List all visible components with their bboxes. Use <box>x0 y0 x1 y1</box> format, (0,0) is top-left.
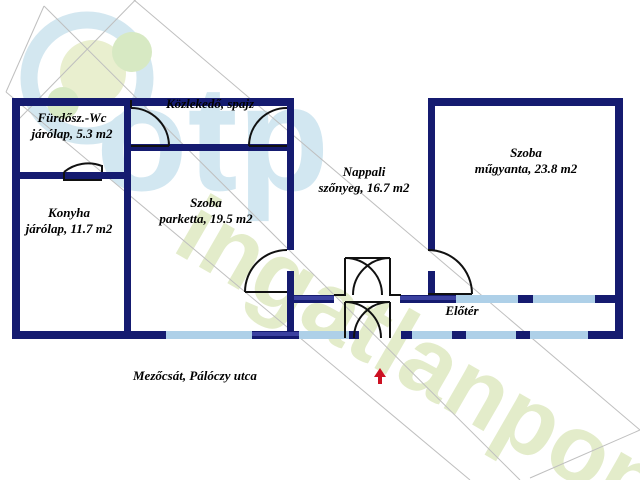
wall-szoba-nappali-upper <box>287 98 294 250</box>
watermark-banner-outline <box>5 0 640 480</box>
watermark-text: ingatlanpont <box>160 176 640 480</box>
wall-top-right <box>428 98 623 106</box>
wall-highlight <box>252 296 456 336</box>
wall-corridor-base <box>124 144 294 151</box>
door-symbols <box>63 100 473 339</box>
wall-konyha-right <box>124 106 131 339</box>
wall-top-left <box>12 98 294 106</box>
wall-eloter-north-d <box>595 295 623 303</box>
wall-eloter-north-c <box>518 295 533 303</box>
watermark-layer: otp ingatlanpont <box>20 11 640 480</box>
wall-wc-konyha <box>12 172 130 179</box>
wall-structure <box>12 98 623 339</box>
wall-left-outer <box>12 98 20 339</box>
address-label: Mezőcsát, Pálóczy utca <box>133 368 257 383</box>
wall-right-outer <box>615 98 623 339</box>
wall-nappali-szoba-upper <box>428 98 435 250</box>
wall-nappali-szoba-lower <box>428 271 435 303</box>
north-arrow-icon <box>374 368 386 384</box>
otp-circle-logo-icon <box>20 11 154 145</box>
wall-szoba-nappali-lower <box>287 271 294 339</box>
